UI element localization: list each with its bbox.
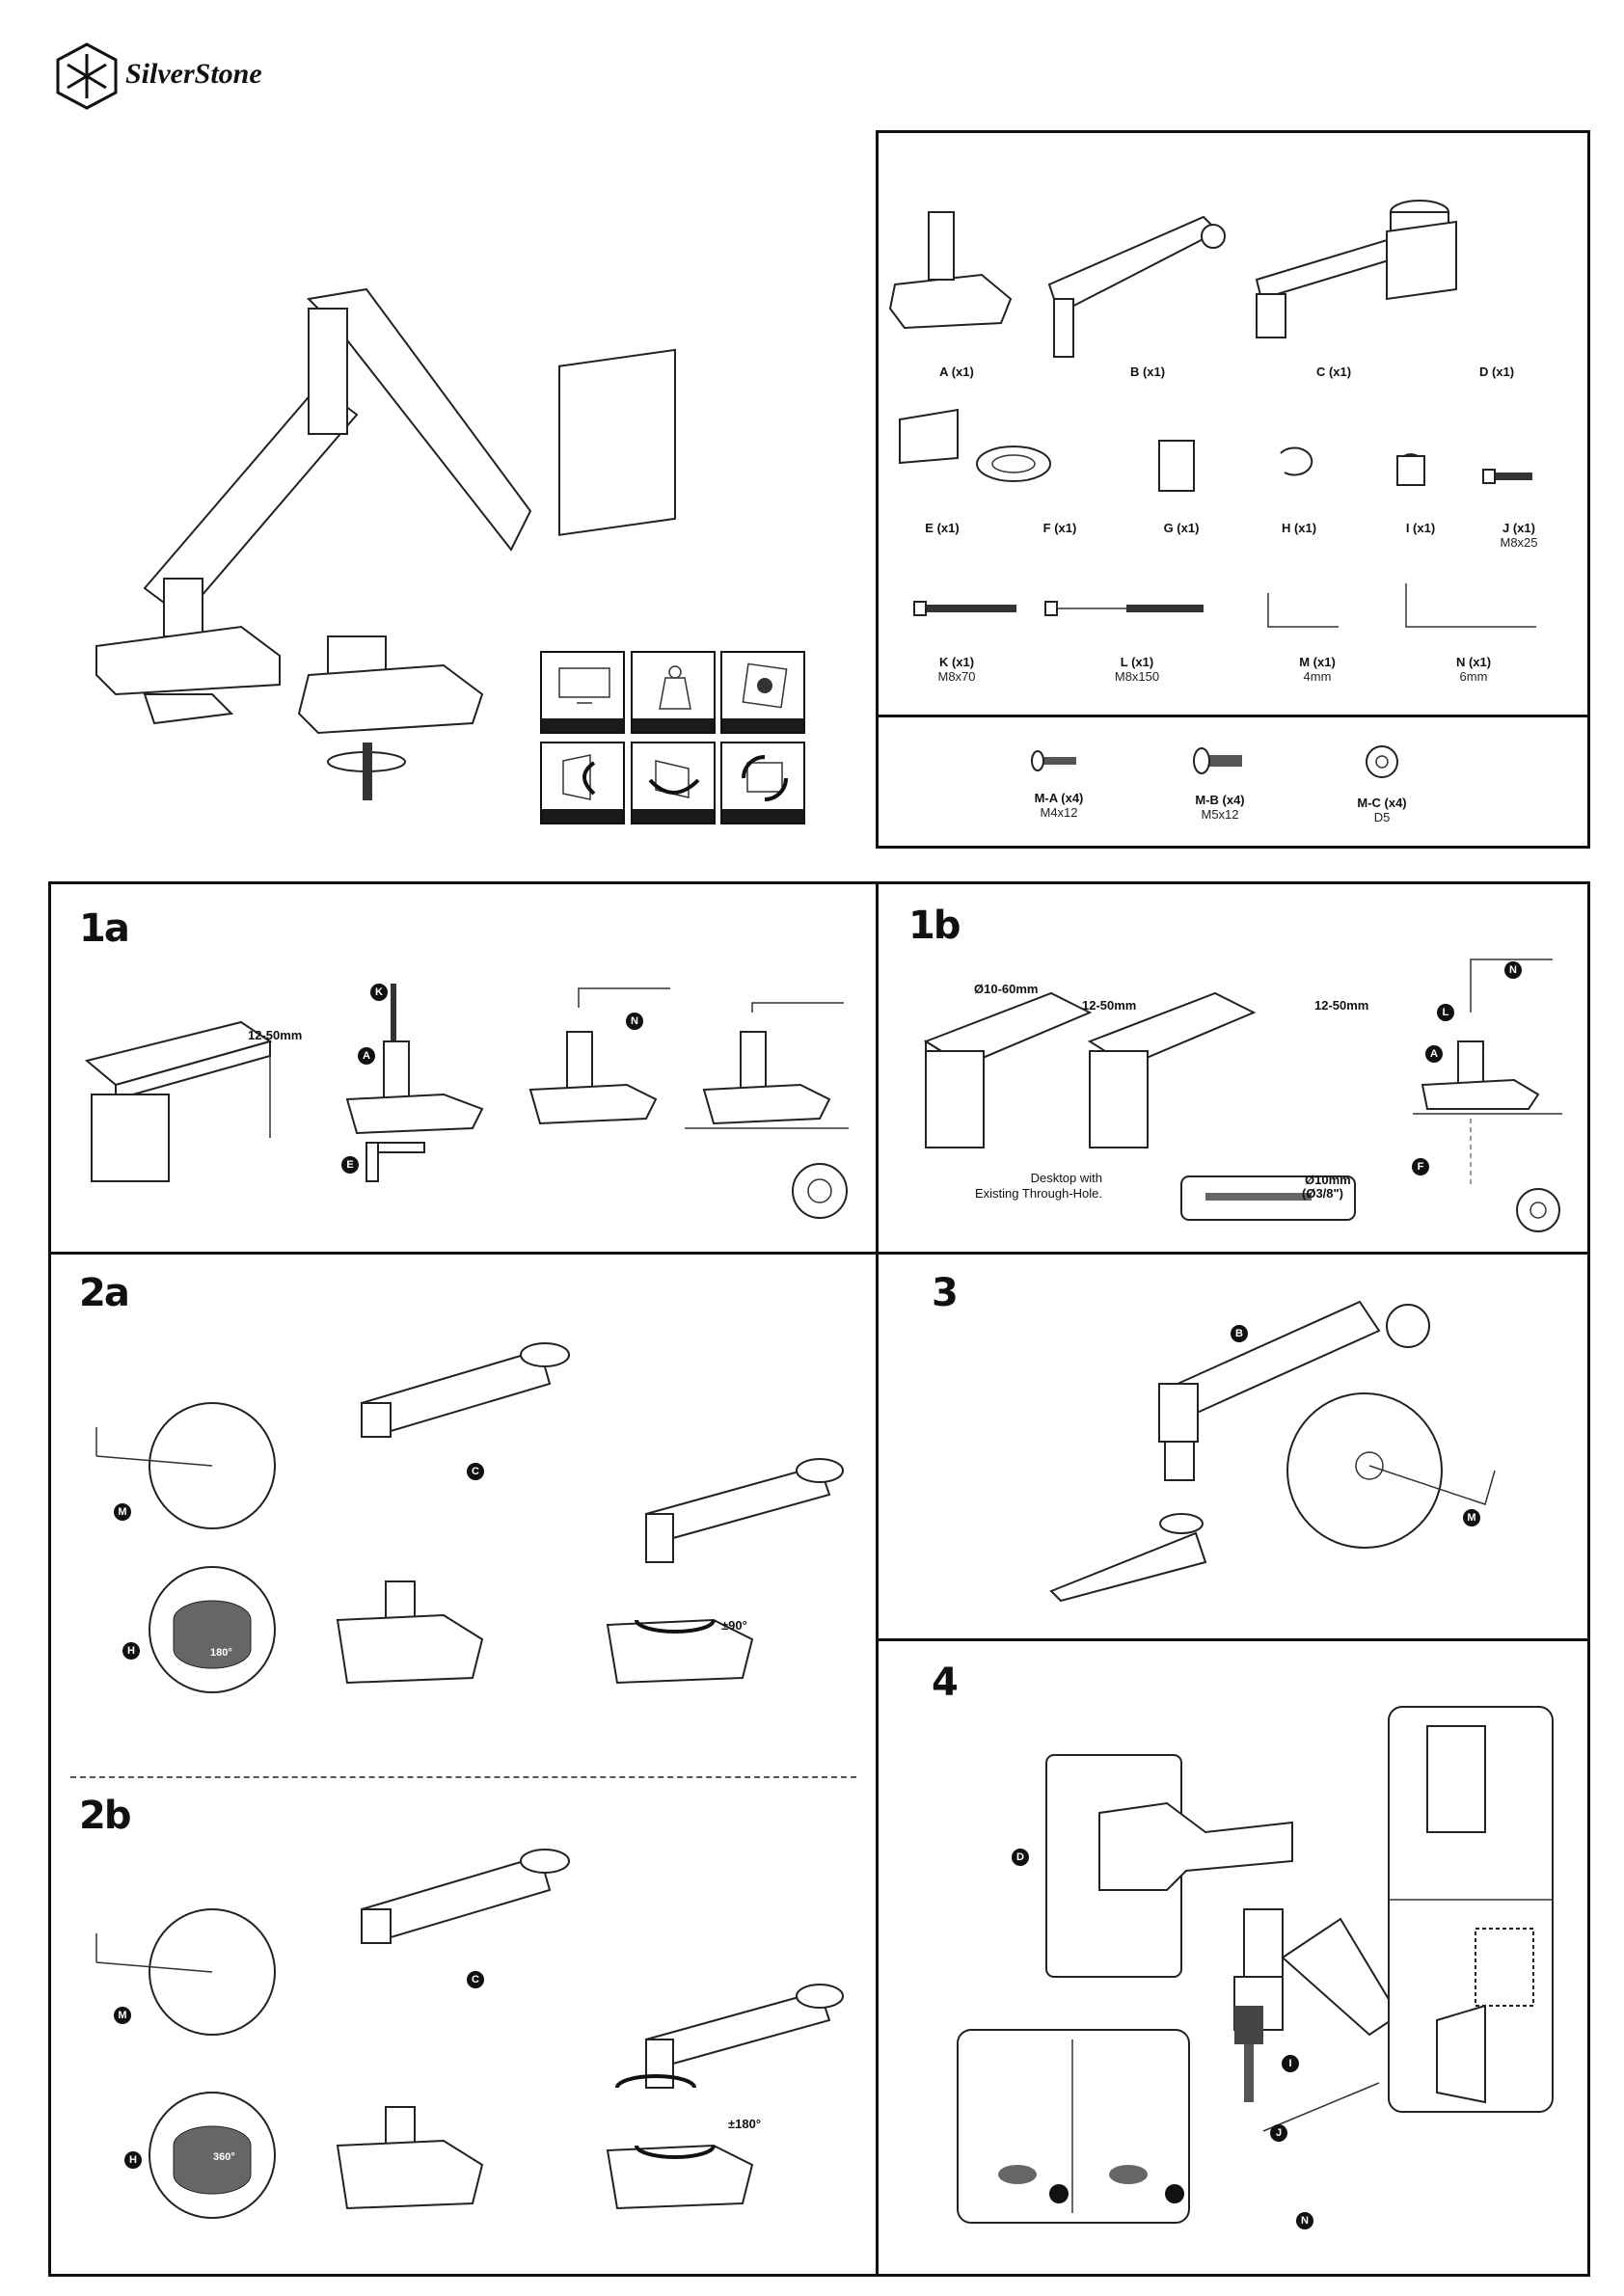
callout-n: N xyxy=(626,1013,643,1030)
rotation-180: ±180° xyxy=(728,2117,762,2131)
part-n-spec: 6mm xyxy=(1459,669,1488,684)
callout-j: J xyxy=(1270,2124,1287,2142)
callout-l: L xyxy=(1437,1004,1454,1021)
step-2a-illustration xyxy=(95,1342,844,1693)
part-mb-label: M-B (x4) xyxy=(1195,793,1245,807)
vesa-icon xyxy=(720,651,805,734)
callout-h: H xyxy=(124,2151,142,2169)
step-4-illustration xyxy=(957,1706,1554,2224)
step-1b-caption-2: Existing Through-Hole. xyxy=(975,1186,1102,1201)
parts-illustrations xyxy=(888,200,1536,778)
callout-a: A xyxy=(1425,1045,1443,1063)
swivel-icon xyxy=(631,742,716,824)
part-h-label: H (x1) xyxy=(1281,521,1317,535)
callout-e: E xyxy=(341,1156,359,1174)
part-l-spec: M8x150 xyxy=(1114,669,1160,684)
steps-frame xyxy=(48,881,1590,2277)
callout-n: N xyxy=(1296,2212,1313,2229)
callout-i: I xyxy=(1282,2055,1299,2072)
callout-b: B xyxy=(1231,1325,1248,1342)
part-mc-spec: D5 xyxy=(1373,810,1391,824)
drill-size: Ø10mm xyxy=(1305,1173,1351,1187)
callout-h: H xyxy=(122,1642,140,1660)
step-1b-illustration xyxy=(923,959,1562,1232)
part-l-label: L (x1) xyxy=(1120,655,1154,669)
step-1b-hole-size: Ø10-60mm xyxy=(974,982,1039,996)
callout-m: M xyxy=(114,1503,131,1521)
monitor-arm-illustration xyxy=(95,287,676,800)
tilt-icon xyxy=(540,742,625,824)
row1-divider xyxy=(51,1252,1587,1255)
step-2b-illustration xyxy=(95,1849,844,2219)
part-b-label: B (x1) xyxy=(1129,365,1166,379)
callout-m: M xyxy=(114,2007,131,2024)
part-i-label: I (x1) xyxy=(1405,521,1436,535)
callout-f: F xyxy=(1412,1158,1429,1175)
monitor-icon xyxy=(540,651,625,734)
part-e-label: E (x1) xyxy=(925,521,960,535)
drill-size-inches: (Ø3/8") xyxy=(1302,1186,1344,1201)
brand-name: SilverStone xyxy=(125,58,262,90)
step-1b-thickness: 12-50mm xyxy=(1082,998,1137,1013)
part-g-label: G (x1) xyxy=(1163,521,1200,535)
step2a-2b-divider xyxy=(70,1776,856,1778)
step-4-title: 4 xyxy=(932,1661,959,1705)
step-1b-caption-1: Desktop with xyxy=(1030,1171,1102,1185)
step-2b-title: 2b xyxy=(79,1794,131,1838)
part-d-label: D (x1) xyxy=(1478,365,1515,379)
weight-icon xyxy=(631,651,716,734)
part-m-label: M (x1) xyxy=(1299,655,1336,669)
part-f-label: F (x1) xyxy=(1042,521,1077,535)
step-1a-thickness: 12-50mm xyxy=(248,1028,303,1042)
angle-ring-360: 360° xyxy=(213,2151,235,2163)
part-mc-label: M-C (x4) xyxy=(1357,796,1407,810)
step-2a-title: 2a xyxy=(79,1271,130,1315)
parts-divider xyxy=(879,715,1587,717)
callout-a: A xyxy=(358,1047,375,1065)
callout-c: C xyxy=(467,1463,484,1480)
part-a-label: A (x1) xyxy=(939,365,974,379)
rotate-icon xyxy=(720,742,805,824)
part-j-label: J (x1) xyxy=(1502,521,1535,535)
part-ma-label: M-A (x4) xyxy=(1034,791,1084,805)
angle-ring-180: 180° xyxy=(210,1647,232,1659)
callout-n: N xyxy=(1504,961,1522,979)
snowflake-logo-icon xyxy=(56,42,118,110)
callout-k: K xyxy=(370,984,388,1001)
step-1a-illustration xyxy=(84,984,849,1219)
part-n-label: N (x1) xyxy=(1455,655,1492,669)
callout-c: C xyxy=(467,1971,484,1988)
step-1a-title: 1a xyxy=(79,906,130,951)
step-1b-thickness-2: 12-50mm xyxy=(1314,998,1369,1013)
rotation-90: ±90° xyxy=(721,1618,747,1633)
parts-list-panel xyxy=(876,130,1590,849)
part-m-spec: 4mm xyxy=(1303,669,1332,684)
step-3-illustration xyxy=(1049,1300,1496,1603)
callout-d: D xyxy=(1012,1849,1029,1866)
step-3-title: 3 xyxy=(932,1271,959,1315)
part-c-label: C (x1) xyxy=(1315,365,1352,379)
part-k-label: K (x1) xyxy=(938,655,975,669)
part-mb-spec: M5x12 xyxy=(1201,807,1239,822)
part-j-spec: M8x25 xyxy=(1500,535,1538,550)
part-ma-spec: M4x12 xyxy=(1040,805,1078,820)
vertical-divider xyxy=(876,884,879,2274)
callout-m: M xyxy=(1463,1509,1480,1526)
part-k-spec: M8x70 xyxy=(937,669,976,684)
step3-4-divider xyxy=(876,1638,1587,1641)
step-1b-title: 1b xyxy=(908,904,961,948)
